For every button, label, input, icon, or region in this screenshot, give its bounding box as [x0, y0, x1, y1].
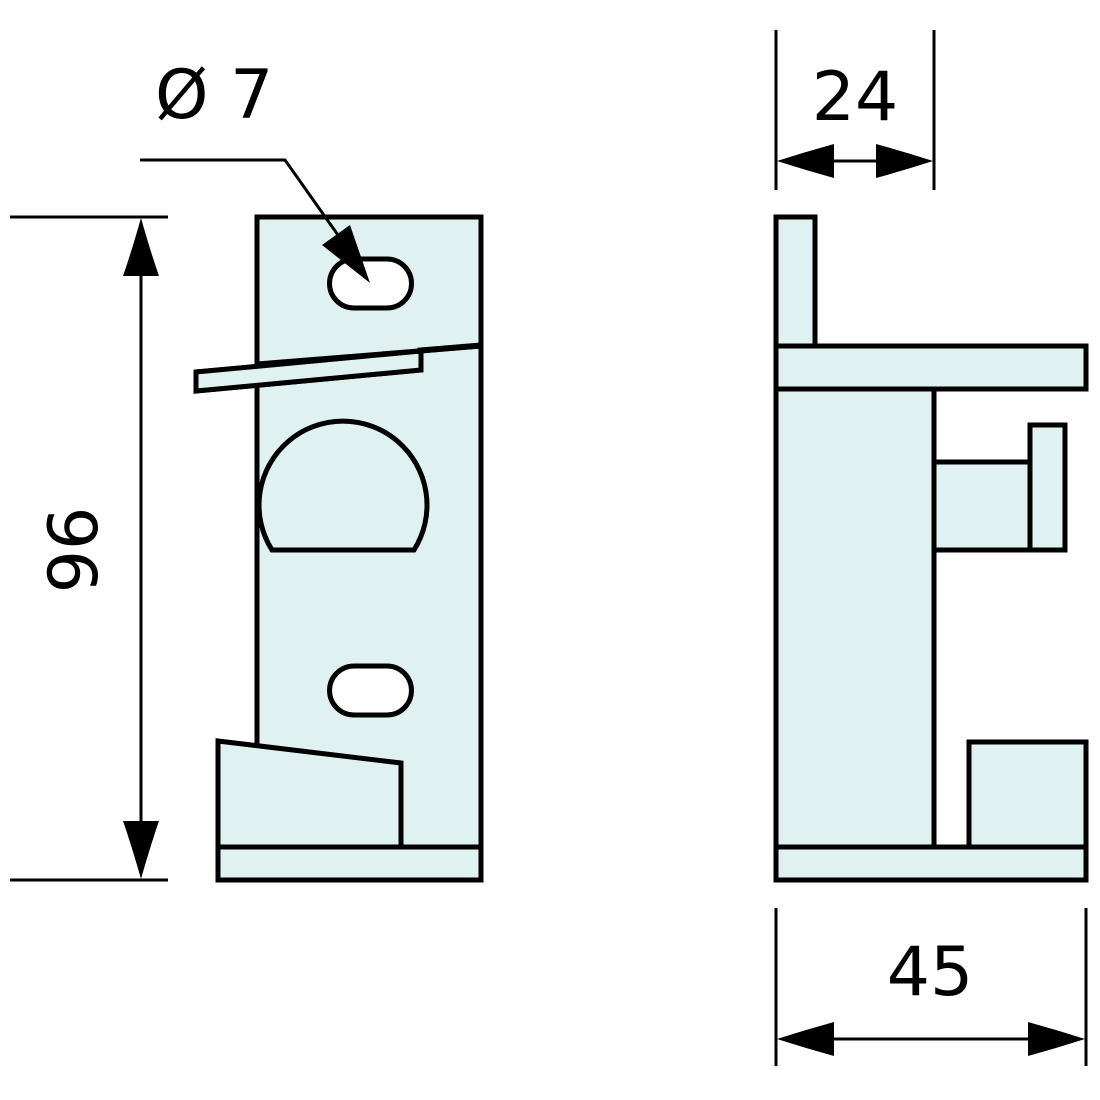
upper-slot-hole	[327, 256, 414, 311]
height-dimension: 96	[10, 215, 168, 882]
arrowhead-left	[777, 144, 834, 178]
arrowhead-right	[1028, 1022, 1085, 1056]
upper-clip-edge	[256, 343, 482, 367]
top-width-label: 24	[812, 58, 899, 137]
bottom-width-label: 45	[887, 933, 974, 1012]
side-view	[773, 214, 1089, 883]
arrowhead-left	[777, 1022, 834, 1056]
side-main-body	[773, 386, 937, 850]
arrowhead-down	[123, 821, 159, 879]
round-cutout	[256, 418, 430, 553]
side-base	[773, 844, 1089, 883]
lower-slot-hole	[327, 663, 414, 718]
top-width-dimension: 24	[774, 30, 936, 190]
height-label: 96	[35, 507, 114, 594]
side-upper-tab	[773, 214, 818, 349]
front-view	[193, 214, 484, 883]
bottom-width-dimension: 45	[774, 908, 1088, 1066]
hole-diameter-callout: Ø 7	[140, 56, 370, 283]
arrowhead-right	[876, 144, 933, 178]
hole-diameter-label: Ø 7	[155, 56, 273, 135]
arrowhead-up	[123, 218, 159, 276]
side-top-flange	[773, 343, 1089, 392]
front-base	[215, 844, 484, 883]
leader-line	[140, 158, 347, 246]
side-hook-arm	[931, 459, 1033, 553]
side-hook-tip	[1027, 422, 1068, 553]
side-lower-block	[966, 739, 1089, 850]
leader-arrowhead	[322, 225, 370, 283]
